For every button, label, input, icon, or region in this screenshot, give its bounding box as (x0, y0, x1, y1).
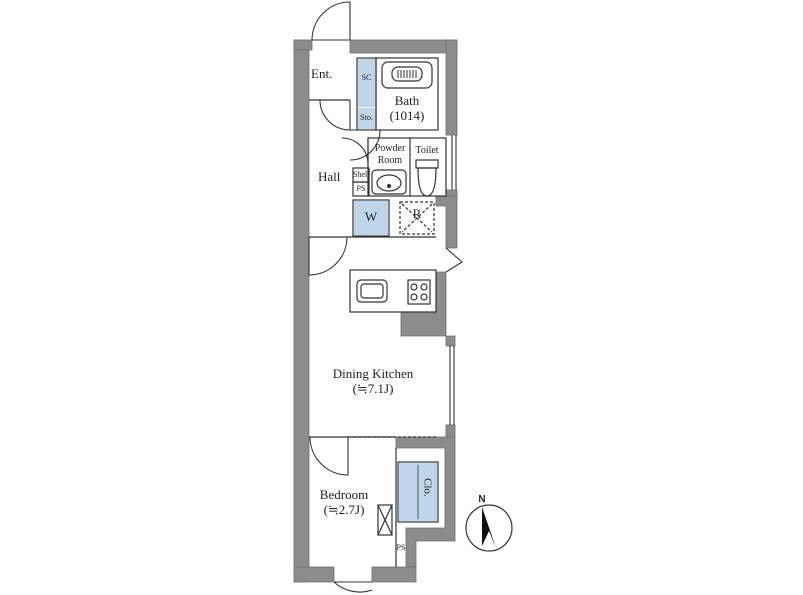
wall-top-left (293, 39, 313, 51)
room-label-fridge: R (412, 206, 422, 221)
room-label-bath: Bath (1014) (383, 93, 431, 124)
wall-right-upper (445, 39, 458, 136)
bathtub (381, 61, 433, 89)
kitchen-sink (356, 279, 388, 303)
wall-right-jog (435, 195, 458, 249)
wall-right-dining (445, 335, 456, 347)
room-label-shelf: Shelf (353, 170, 370, 179)
wall-right-dining-low (445, 424, 456, 438)
compass (465, 504, 513, 552)
powder-room-line2: Room (377, 154, 403, 166)
wall-bottom-right (371, 566, 417, 583)
partitions (309, 57, 447, 567)
fixtures (356, 61, 439, 536)
bedroom-size: (≒2.7J) (323, 501, 365, 517)
room-label-toilet: Toilet (415, 145, 439, 156)
compass-needle-icon (482, 507, 496, 548)
wall-bottom (293, 566, 335, 583)
powder-sink (371, 169, 407, 195)
room-label-closet: Clo. (421, 478, 434, 497)
room-label-entrance: Ent. (311, 66, 333, 81)
toilet-bowl (417, 167, 437, 197)
room-label-hall: Hall (318, 169, 341, 184)
room-label-ps-upper: PS (356, 184, 366, 193)
compass-label: N (478, 494, 486, 505)
room-label-powder-room: Powder Room (370, 143, 410, 166)
dining-kitchen-name: Dining Kitchen (332, 366, 414, 381)
bath-size: (1014) (389, 107, 425, 123)
bedroom-ac (377, 504, 393, 536)
compass-ring (465, 504, 513, 552)
bedroom-name: Bedroom (319, 487, 369, 502)
wall-top (349, 39, 458, 54)
room-label-sc: SC (361, 73, 372, 82)
doors (308, 1, 463, 593)
room-label-bedroom: Bedroom (≒2.7J) (312, 487, 376, 518)
dining-kitchen-size: (≒7.1J) (352, 380, 394, 396)
toilet-tank (415, 159, 439, 169)
bath-name: Bath (394, 93, 420, 108)
wall-left (293, 39, 310, 583)
stove (407, 279, 431, 305)
room-label-storage: Sto. (360, 113, 373, 122)
room-label-ps-lower: PS (396, 543, 406, 552)
bath-drain (397, 70, 417, 78)
room-label-dining-kitchen: Dining Kitchen (≒7.1J) (320, 366, 426, 397)
room-label-washer: W (364, 209, 378, 224)
powder-room-line1: Powder (374, 143, 406, 154)
